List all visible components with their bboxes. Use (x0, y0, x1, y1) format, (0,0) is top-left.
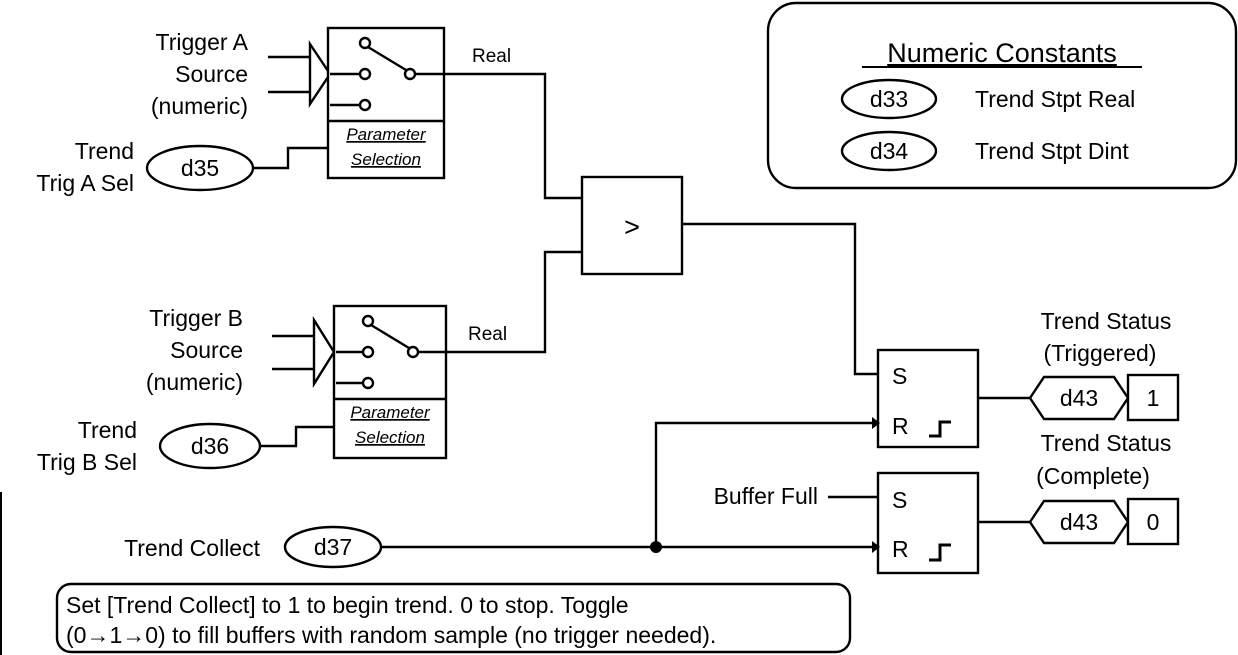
trend-collect-reset-wire (654, 421, 872, 547)
switch-contact-icon (361, 376, 375, 390)
d36-param-label: d36 (191, 433, 229, 459)
trend-status-triggered-sub-label: (Triggered) (1044, 340, 1157, 366)
real-label-a: Real (472, 46, 511, 67)
trend-status-triggered-label: Trend Status (1041, 308, 1172, 334)
reset-input-arrow-icon (872, 417, 880, 429)
switch-pole-icon (403, 67, 417, 81)
d33-param-label: d33 (870, 86, 908, 112)
rising-edge-icon (929, 420, 951, 438)
trigger-b-source-label: Source (170, 337, 243, 363)
d33-param-ellipse (840, 78, 938, 120)
trend-trig-a-sel-label: Trend (75, 138, 134, 164)
trigger-b-numeric-label: (numeric) (146, 369, 243, 395)
buffer-full-label: Buffer Full (714, 483, 818, 509)
trend-status-triggered-value: 1 (1147, 385, 1160, 411)
note-line-2: (0→1→0) to fill buffers with random samp… (66, 622, 716, 648)
d34-param-label: d34 (870, 138, 909, 164)
parameter-selection-label: Selection (351, 150, 421, 169)
note-box (55, 582, 852, 654)
note-line-1: Set [Trend Collect] to 1 to begin trend.… (66, 592, 629, 618)
trend-collect-label: Trend Collect (124, 535, 261, 561)
latch-reset-label: R (892, 536, 909, 562)
d37-param-label: d37 (314, 534, 352, 560)
latch-set-label: S (892, 487, 907, 513)
latch-set-label: S (892, 363, 907, 389)
parameter-selection-label: Parameter (350, 403, 431, 422)
real-label-b: Real (468, 324, 507, 345)
comparator-symbol: > (624, 212, 640, 242)
trend-stpt-real-label: Trend Stpt Real (975, 86, 1135, 112)
switch-contact-icon (358, 67, 372, 81)
reset-input-arrow-icon (872, 541, 880, 553)
parameter-selection-label: Parameter (346, 125, 427, 144)
trend-status-complete-value-box (1126, 497, 1180, 546)
sr-latch-complete: S R (876, 471, 1030, 575)
trend-trig-a-sel-group: Trend Trig A Sel d35 (36, 138, 328, 196)
trigger-b-bus-arrow-icon (312, 315, 336, 389)
switch-contact-icon (361, 314, 375, 328)
d35-param-label: d35 (181, 155, 219, 181)
trigger-a-numeric-label: (numeric) (151, 93, 248, 119)
trend-trig-b-sel-label: Trig B Sel (37, 449, 137, 475)
trend-status-complete-label: Trend Status (1041, 430, 1172, 456)
trigger-a-label: Trigger A (156, 29, 249, 55)
trend-stpt-dint-label: Trend Stpt Dint (975, 138, 1129, 164)
trigger-b-label: Trigger B (149, 305, 243, 331)
d43-triggered-param-label: d43 (1060, 385, 1098, 411)
switch-arm-icon (367, 45, 407, 72)
greater-than-comparator-block (580, 175, 684, 276)
trigger-b-group: Trigger B Source (numeric) Parameter Sel… (146, 304, 448, 460)
d43-complete-param-label: d43 (1060, 509, 1098, 535)
trend-status-complete-value: 0 (1147, 509, 1160, 535)
junction-dot-icon (650, 541, 662, 553)
switch-contact-icon (358, 98, 372, 112)
real-signal-wire-b (418, 250, 582, 354)
rising-edge-icon (929, 543, 951, 562)
trigger-a-group: Trigger A Source (numeric) Parameter Sel… (151, 26, 446, 180)
switch-contact-icon (361, 345, 375, 359)
trigger-a-bus-arrow-icon (308, 40, 332, 108)
trend-status-triggered-value-box (1126, 373, 1180, 422)
trigger-a-source-label: Source (175, 61, 248, 87)
trend-trig-b-sel-label: Trend (78, 417, 137, 443)
real-signal-wire-a (415, 72, 582, 200)
latch-reset-label: R (892, 413, 909, 439)
numeric-constants-title: Numeric Constants (887, 38, 1117, 68)
d34-param-ellipse (840, 130, 938, 172)
numeric-constants-panel: Numeric Constants d33 Trend Stpt Real d3… (766, 1, 1238, 190)
switch-contact-icon (358, 36, 372, 50)
parameter-selection-label: Selection (355, 428, 425, 447)
switch-arm-icon (370, 323, 410, 350)
trend-trig-b-sel-group: Trend Trig B Sel d36 (37, 417, 334, 475)
trend-trig-a-sel-label: Trig A Sel (36, 170, 134, 196)
switch-pole-icon (406, 345, 420, 359)
comparator-output-wire (682, 222, 878, 376)
sr-latch-triggered: S R (876, 348, 1030, 449)
trend-status-complete-sub-label: (Complete) (1036, 463, 1150, 489)
trigger-a-selector-block (326, 26, 446, 180)
